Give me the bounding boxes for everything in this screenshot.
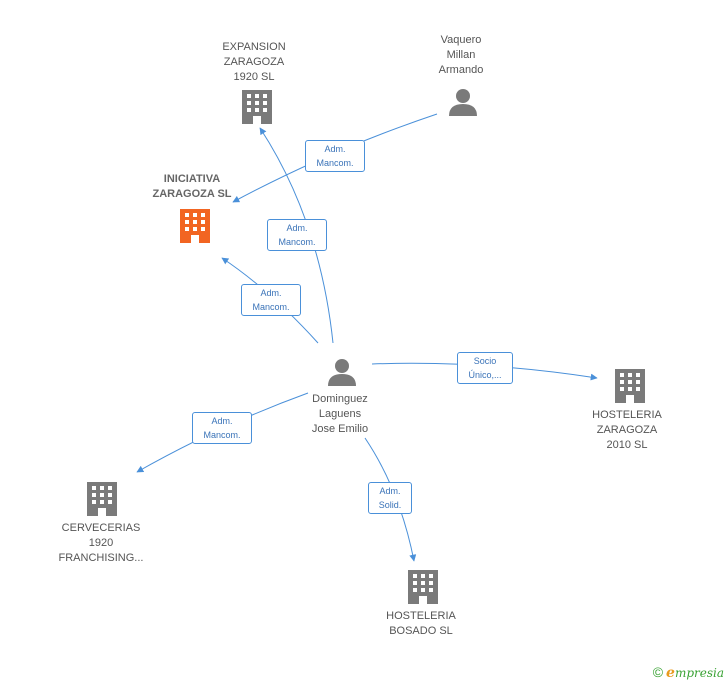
edge-label-line: Mancom. bbox=[278, 237, 316, 247]
node-label-line: ZARAGOZA bbox=[596, 424, 658, 436]
node-label-vaquero[interactable]: Vaquero Millan Armando bbox=[421, 33, 501, 78]
node-label-line: ZARAGOZA bbox=[223, 56, 285, 68]
node-label-line: Laguens bbox=[318, 408, 362, 420]
node-label-line: CERVECERIAS bbox=[61, 522, 141, 534]
node-label-line: 1920 SL bbox=[233, 71, 275, 83]
node-label-dominguez[interactable]: Dominguez Laguens Jose Emilio bbox=[295, 392, 385, 437]
node-label-line: 2010 SL bbox=[606, 439, 648, 451]
brand-name: mpresia bbox=[674, 666, 724, 680]
edge-label-line: Único,... bbox=[468, 370, 502, 380]
building-icon[interactable] bbox=[180, 209, 210, 243]
edge-label-line: Adm. bbox=[324, 144, 346, 154]
building-icon[interactable] bbox=[408, 570, 438, 604]
node-label-line: HOSTELERIA bbox=[592, 409, 662, 421]
node-label-hosteleria-2010[interactable]: HOSTELERIA ZARAGOZA 2010 SL bbox=[586, 408, 668, 453]
node-label-line: Jose Emilio bbox=[311, 423, 369, 435]
edge-label-line: Mancom. bbox=[316, 158, 354, 168]
node-label-iniciativa[interactable]: INICIATIVA ZARAGOZA SL bbox=[142, 172, 242, 202]
edge-label-line: Adm. bbox=[379, 486, 401, 496]
node-label-line: HOSTELERIA bbox=[386, 610, 456, 622]
node-label-line: EXPANSION bbox=[222, 41, 286, 53]
node-label-expansion[interactable]: EXPANSION ZARAGOZA 1920 SL bbox=[214, 40, 294, 85]
edge-label-line: Adm. bbox=[260, 288, 282, 298]
node-label-line: FRANCHISING... bbox=[58, 552, 144, 564]
edge-label-dominguez-hosteleria-2010[interactable]: Socio Único,... bbox=[457, 352, 513, 384]
edge-label-dominguez-iniciativa[interactable]: Adm. Mancom. bbox=[241, 284, 301, 316]
building-icon[interactable] bbox=[87, 482, 117, 516]
building-icon[interactable] bbox=[615, 369, 645, 403]
node-label-line: Vaquero bbox=[440, 34, 482, 46]
edge-label-line: Socio bbox=[473, 356, 497, 366]
node-label-cervecerias[interactable]: CERVECERIAS 1920 FRANCHISING... bbox=[49, 521, 153, 566]
person-icon[interactable] bbox=[449, 89, 477, 116]
node-label-line: Armando bbox=[438, 64, 484, 76]
edge-label-line: Adm. bbox=[286, 223, 308, 233]
person-icon[interactable] bbox=[328, 359, 356, 386]
edge-label-dominguez-expansion[interactable]: Adm. Mancom. bbox=[267, 219, 327, 251]
edge-label-line: Mancom. bbox=[252, 302, 290, 312]
copyright-icon: © bbox=[652, 664, 664, 680]
edge-label-line: Adm. bbox=[211, 416, 233, 426]
node-label-line: Dominguez bbox=[312, 393, 368, 405]
node-label-line: BOSADO SL bbox=[389, 625, 453, 637]
node-label-line: ZARAGOZA SL bbox=[152, 188, 232, 200]
node-label-line: INICIATIVA bbox=[163, 173, 221, 185]
edge-label-vaquero-iniciativa[interactable]: Adm. Mancom. bbox=[305, 140, 365, 172]
building-icon[interactable] bbox=[242, 90, 272, 124]
brand-logo[interactable]: ©empresia bbox=[653, 664, 724, 681]
edge-label-dominguez-bosado[interactable]: Adm. Solid. bbox=[368, 482, 412, 514]
edge-label-line: Solid. bbox=[378, 500, 402, 510]
node-label-line: Millan bbox=[446, 49, 476, 61]
node-label-line: 1920 bbox=[88, 537, 114, 549]
edge-label-line: Mancom. bbox=[203, 430, 241, 440]
brand-initial: e bbox=[666, 665, 675, 681]
node-label-hosteleria-bosado[interactable]: HOSTELERIA BOSADO SL bbox=[380, 609, 462, 639]
edge-label-dominguez-cervecerias[interactable]: Adm. Mancom. bbox=[192, 412, 252, 444]
